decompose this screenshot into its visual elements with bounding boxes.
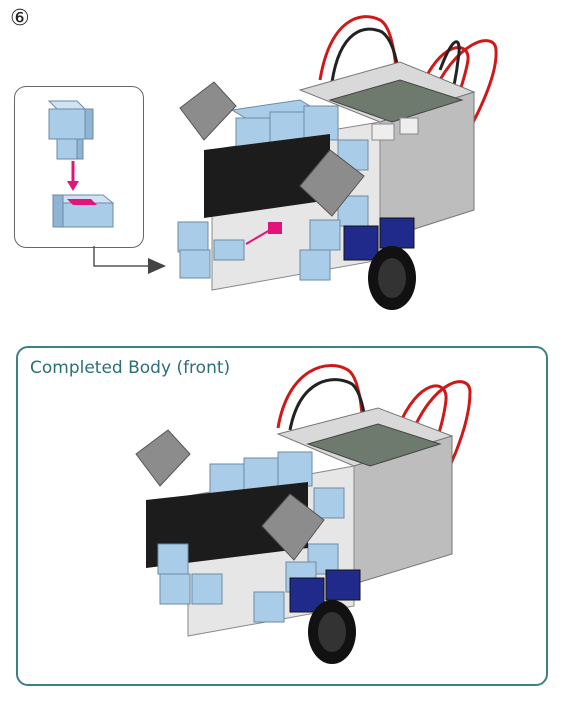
dark-blue-blocks xyxy=(343,217,415,261)
gray-wing-blocks xyxy=(135,429,325,561)
wheel xyxy=(368,246,416,310)
completed-robot-illustration xyxy=(135,364,472,664)
completed-body-panel: Completed Body (front) xyxy=(16,346,548,686)
left-leg-blocks xyxy=(177,219,341,281)
down-arrow-icon xyxy=(67,161,79,191)
gray-wing-blocks xyxy=(179,81,365,217)
wheel xyxy=(308,600,356,664)
light-blue-blocks xyxy=(230,99,369,227)
light-blue-blocks xyxy=(209,451,345,575)
black-bar xyxy=(204,134,330,218)
inset-callout-box xyxy=(14,86,144,248)
leg-blocks xyxy=(157,543,317,623)
lower-block-part xyxy=(51,194,115,228)
panel-title: Completed Body (front) xyxy=(30,358,231,378)
step-number: ⑥ xyxy=(10,6,30,31)
upper-block-part xyxy=(47,100,94,160)
part-attachment-illustration xyxy=(47,100,115,228)
insertion-marker xyxy=(245,222,282,245)
